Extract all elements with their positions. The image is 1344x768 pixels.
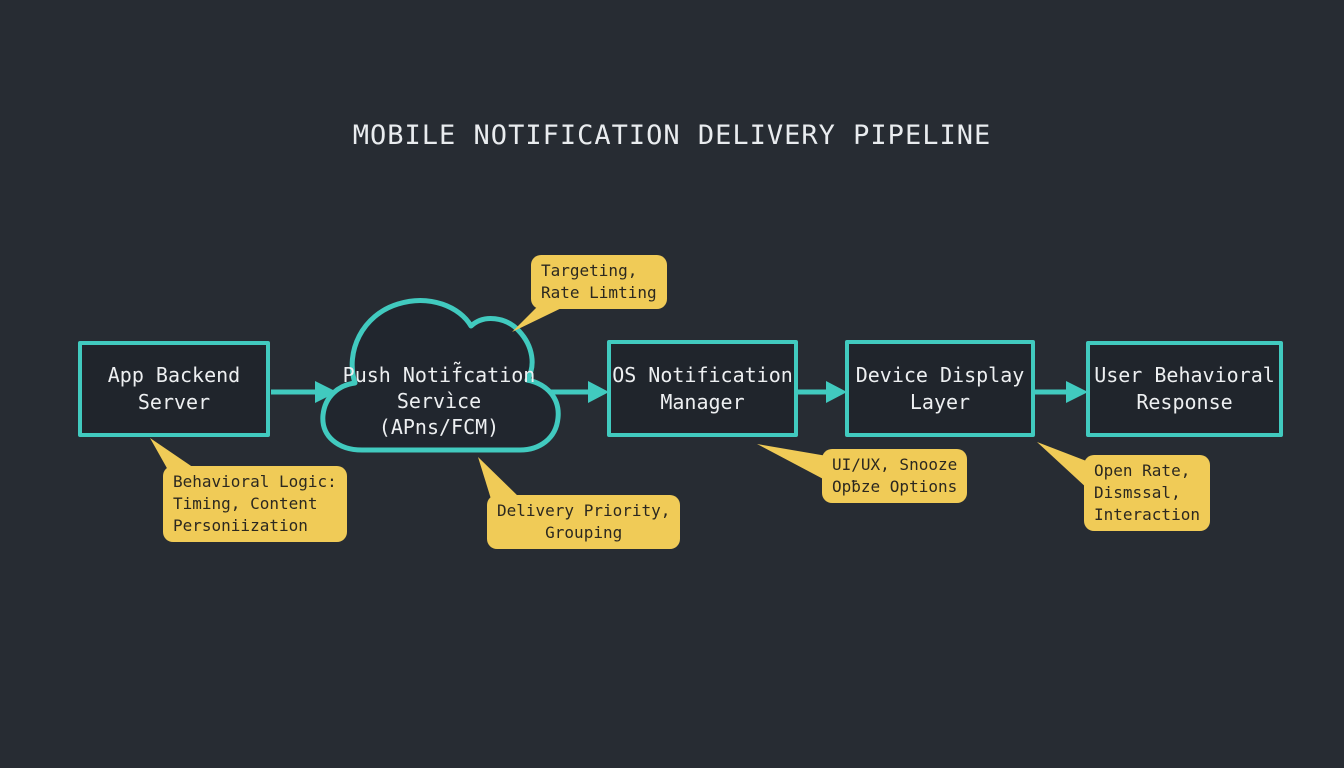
node-label-line: Server [137, 390, 211, 414]
callout-tail-behavioral-logic [150, 438, 197, 470]
node-label-line: Response [1136, 390, 1233, 414]
callout-line: Grouping [545, 523, 623, 542]
node-user-behavioral-response: User Behavioral Response [1086, 341, 1283, 437]
arrow-device-to-user [1035, 381, 1088, 403]
callout-delivery-priority-grouping: Delivery Priority, Grouping [487, 495, 681, 549]
node-os-notification-manager: OS Notification Manager [607, 340, 798, 437]
callout-uiux-snooze-options: UI/UX, Snooze Opƀze Options [822, 449, 968, 503]
callout-tail-open-rate [1037, 442, 1089, 490]
callout-line: Dismssal, [1094, 483, 1181, 502]
callout-line: Open Rate, [1094, 461, 1191, 480]
node-device-display-layer: Device Display Layer [845, 340, 1035, 437]
callout-behavioral-logic: Behavioral Logic: Timing, Content Person… [163, 466, 347, 542]
callout-tail-delivery [478, 457, 521, 499]
arrow-push-to-os [551, 381, 609, 403]
callout-tail-targeting [512, 302, 574, 332]
arrow-backend-to-push [271, 381, 337, 403]
node-label-line: (APns/FCM) [378, 415, 500, 439]
callout-line: Interaction [1094, 505, 1200, 524]
node-label-line: App Backend [107, 363, 241, 387]
callout-tail-ui-ux [757, 444, 827, 481]
callout-line: Timing, Content [173, 494, 318, 513]
callout-line: Personiization [173, 516, 308, 535]
callout-line: UI/UX, Snooze [832, 455, 958, 474]
callout-line: Rate Limting [541, 283, 657, 302]
arrow-os-to-device [798, 381, 847, 403]
node-label-line: Layer [909, 389, 971, 414]
diagram-title: MOBILE NOTIFICATION DELIVERY PIPELINE [352, 120, 992, 151]
cloud-shape [320, 298, 561, 453]
node-label-line: User Behavioral [1094, 363, 1275, 387]
callout-line: Delivery Priority, [497, 501, 671, 520]
callout-open-rate-dismissal-interaction: Open Rate, Dismssal, Interaction [1084, 455, 1210, 531]
node-label-line: Device Display [855, 362, 1025, 387]
node-app-backend-server: App Backend Server [78, 341, 270, 437]
node-label-line: Manager [660, 389, 745, 414]
callout-line: Behavioral Logic: [173, 472, 337, 491]
node-label-line: Servìce [396, 389, 482, 413]
callout-line: Targeting, [541, 261, 638, 280]
node-label-line: OS Notification [612, 362, 793, 387]
node-label-line: Push Notif̃cation [342, 363, 536, 387]
node-push-notification-service-label: Push Notif̃cation Servìce (APns/FCM) [328, 362, 550, 440]
callout-line: Opƀze Options [832, 477, 958, 496]
callout-targeting-rate-limiting: Targeting, Rate Limting [531, 255, 667, 309]
